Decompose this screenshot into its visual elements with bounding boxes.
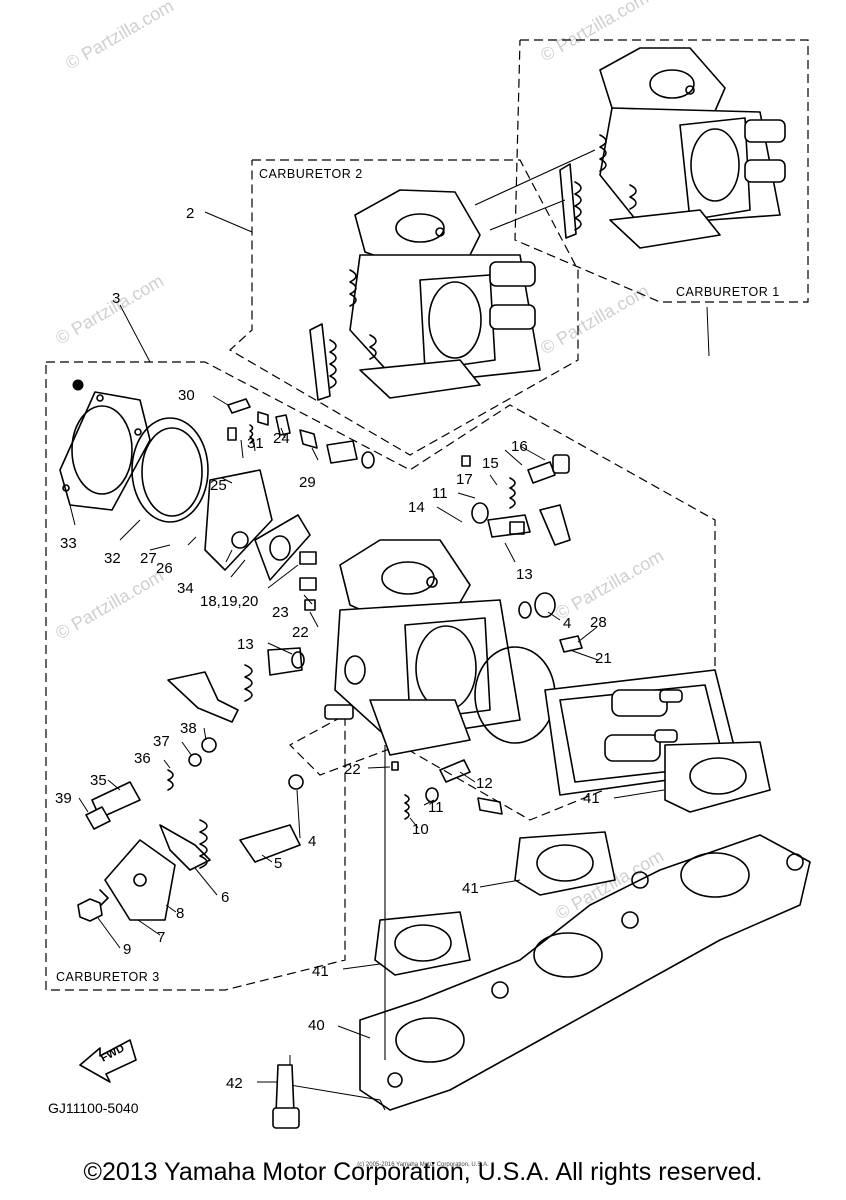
part-label-9: 9 (123, 941, 131, 958)
fwd-arrow: FWD (79, 1039, 137, 1083)
part-label-13a: 13 (237, 636, 254, 653)
carburetor-2-group: CARBURETOR 2 (204, 149, 596, 456)
carburetor-2-title: CARBURETOR 2 (259, 167, 363, 181)
part-label-40: 40 (308, 1017, 325, 1034)
carburetor-1-group: CARBURETOR 1 (514, 39, 809, 357)
intake-manifold-group (257, 741, 811, 1129)
leader-41-a (613, 789, 665, 799)
leader-41-c (342, 963, 381, 970)
part-label-31: 31 (247, 435, 264, 452)
part-label-35: 35 (90, 772, 107, 789)
part-label-34: 34 (177, 580, 194, 597)
part-labels: 2 3 30 31 24 25 29 33 32 27 26 34 18,19,… (55, 205, 612, 1092)
part-label-25: 25 (210, 477, 227, 494)
watermark: © Partzilla.com (62, 0, 177, 73)
bolt-42 (275, 1064, 295, 1114)
part-label-4b: 4 (308, 833, 316, 850)
part-label-38: 38 (180, 720, 197, 737)
gasket-41-c (374, 911, 471, 976)
part-label-28: 28 (590, 614, 607, 631)
part-label-30: 30 (178, 387, 195, 404)
part-label-33: 33 (60, 535, 77, 552)
part-label-24: 24 (273, 430, 290, 447)
diagram-code: GJ11100-5040 (48, 1100, 139, 1116)
part-label-2: 2 (186, 205, 194, 222)
part-label-32: 32 (104, 550, 121, 567)
carburetor-1-box (514, 39, 809, 303)
part-label-29: 29 (299, 474, 316, 491)
carburetor-2-leader (204, 211, 253, 233)
carburetor-3-group: CARBURETOR 3 (45, 304, 741, 991)
watermark: © Partzilla.com (537, 280, 652, 358)
part-label-22b: 22 (344, 761, 361, 778)
tiny-copyright-note: (c) 2005-2016 Yamaha Motor Corporation, … (357, 1162, 489, 1168)
watermark: © Partzilla.com (52, 565, 167, 643)
part-label-16: 16 (511, 438, 528, 455)
part-label-4a: 4 (563, 615, 571, 632)
part-label-26: 26 (156, 560, 173, 577)
watermark: © Partzilla.com (52, 270, 167, 348)
part-label-41c: 41 (312, 963, 329, 980)
part-label-23: 23 (272, 604, 289, 621)
carburetor-1-title: CARBURETOR 1 (676, 285, 780, 299)
leader-40 (337, 1025, 371, 1039)
part-label-42: 42 (226, 1075, 243, 1092)
carburetor-2-body (309, 189, 541, 401)
part-label-37: 37 (153, 733, 170, 750)
part-label-3: 3 (112, 290, 120, 307)
part-label-5: 5 (274, 855, 282, 872)
small-parts (77, 398, 583, 922)
part-label-41a: 41 (583, 790, 600, 807)
part-label-13b: 13 (516, 566, 533, 583)
cover-and-diaphragm (59, 379, 311, 581)
part-label-11a: 11 (432, 485, 448, 502)
part-label-27: 27 (140, 550, 157, 567)
carburetor-3-leader (119, 304, 151, 363)
copyright-footer: ©2013 Yamaha Motor Corporation, U.S.A. A… (83, 1158, 763, 1186)
part-label-8: 8 (176, 905, 184, 922)
carburetor-1-body (559, 47, 786, 249)
part-label-21: 21 (595, 650, 612, 667)
part-label-36: 36 (134, 750, 151, 767)
part-label-22a: 22 (292, 624, 309, 641)
carburetor-1-leader (706, 306, 710, 357)
part-label-10: 10 (412, 821, 429, 838)
watermark: © Partzilla.com (552, 545, 667, 623)
part-label-14: 14 (408, 499, 425, 516)
part-label-6: 6 (221, 889, 229, 906)
gasket-41-a (664, 741, 771, 813)
part-label-18-19-20: 18,19,20 (200, 593, 258, 610)
carburetor-3-title: CARBURETOR 3 (56, 970, 160, 984)
carburetor-3-body (324, 539, 521, 756)
part-label-11b: 11 (428, 799, 444, 816)
gasket-41-b (514, 831, 616, 896)
part-label-17: 17 (456, 471, 473, 488)
part-label-39: 39 (55, 790, 72, 807)
part-label-12: 12 (476, 775, 493, 792)
carburetor-2-box (228, 159, 579, 456)
part-label-15: 15 (482, 455, 499, 472)
intake-manifold (359, 834, 811, 1111)
part-label-7: 7 (157, 929, 165, 946)
carburetor-3-leaders (69, 395, 599, 949)
leader-41-b (479, 879, 521, 888)
part-label-41b: 41 (462, 880, 479, 897)
